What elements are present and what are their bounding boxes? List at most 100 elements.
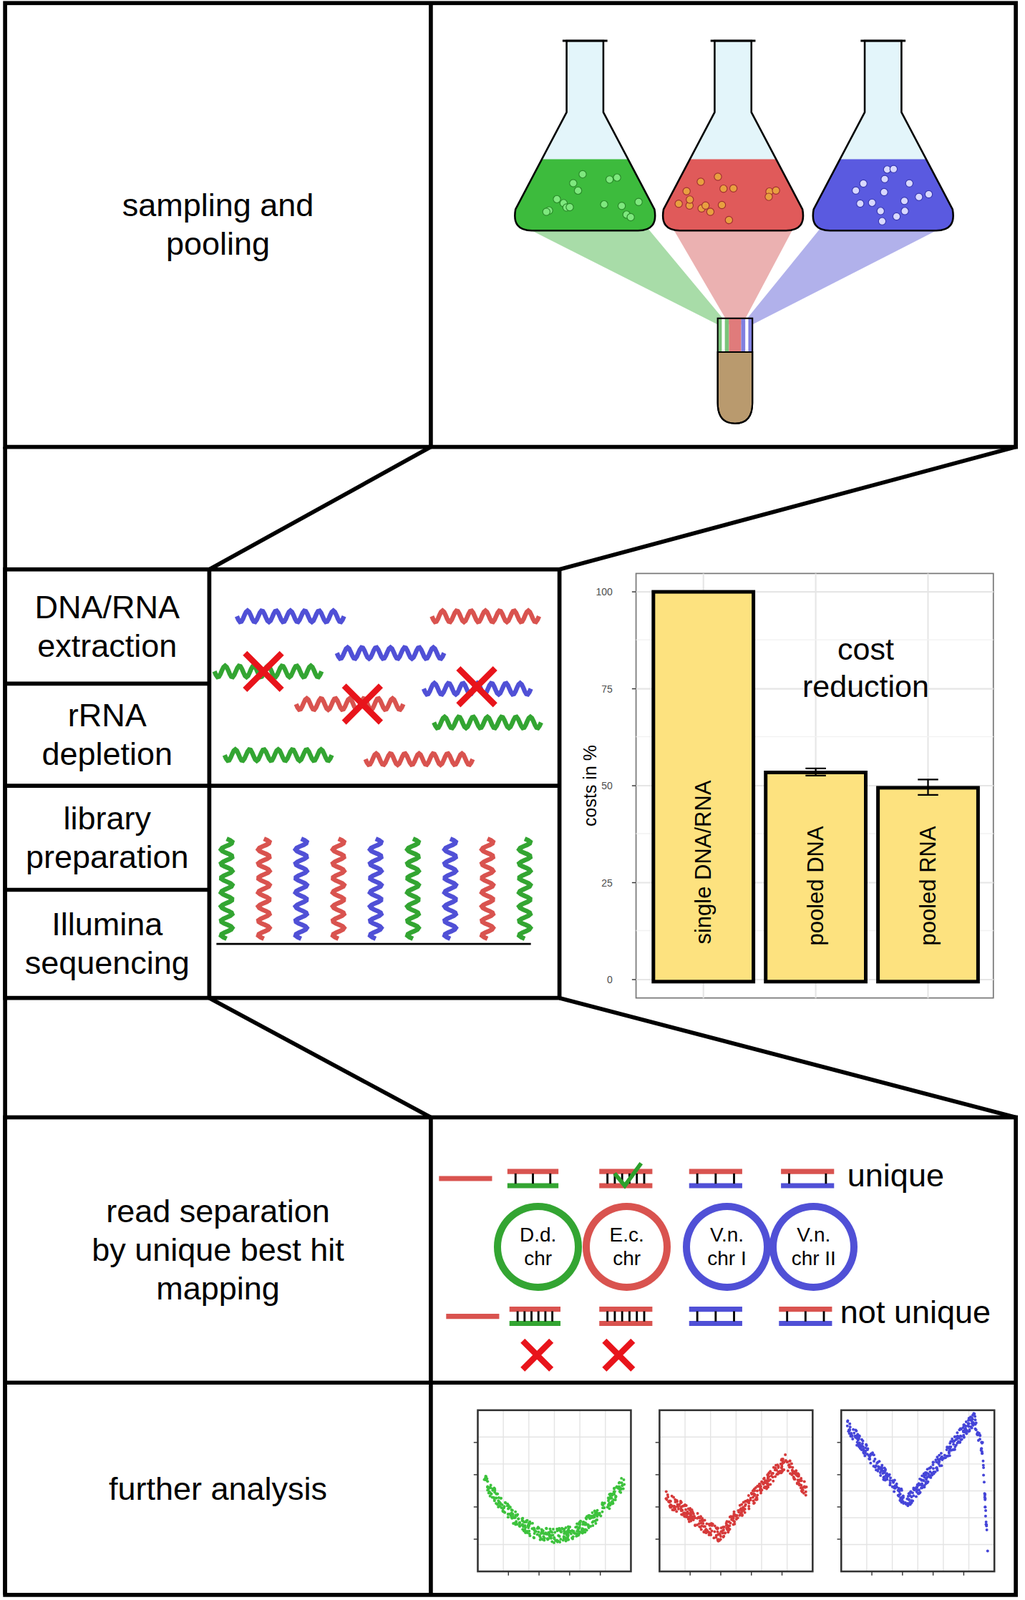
- tick: [473, 1506, 479, 1508]
- data-point: [846, 1425, 849, 1428]
- cell-dot: [856, 199, 864, 207]
- data-point: [864, 1443, 868, 1447]
- data-point: [508, 1506, 512, 1509]
- bar-label: pooled RNA: [915, 826, 942, 946]
- data-point: [790, 1462, 794, 1466]
- reference: [509, 1321, 561, 1327]
- cost-bar-chart: [632, 573, 994, 998]
- data-point: [740, 1514, 744, 1518]
- data-point: [544, 1527, 548, 1531]
- data-point: [493, 1499, 497, 1503]
- cell-dot: [880, 188, 888, 196]
- data-point: [611, 1500, 615, 1504]
- match-rung: [732, 1311, 736, 1322]
- data-point: [719, 1535, 723, 1539]
- data-point: [700, 1528, 703, 1532]
- data-point: [951, 1443, 955, 1447]
- reference: [599, 1321, 653, 1327]
- tick: [720, 1571, 721, 1577]
- data-point: [518, 1521, 522, 1525]
- data-point: [866, 1453, 869, 1456]
- data-point: [935, 1466, 939, 1470]
- data-point: [872, 1460, 876, 1464]
- data-point: [714, 1536, 718, 1539]
- data-point: [873, 1465, 877, 1469]
- bar-label: pooled DNA: [803, 826, 829, 946]
- data-point: [788, 1472, 792, 1476]
- chromosome-label: V.n. chr II: [788, 1223, 840, 1270]
- data-point: [775, 1463, 779, 1467]
- data-point: [679, 1513, 683, 1517]
- data-point: [506, 1513, 510, 1517]
- data-point: [929, 1476, 932, 1480]
- data-point: [514, 1520, 518, 1524]
- data-point: [867, 1458, 871, 1461]
- read: [689, 1169, 743, 1175]
- step-label: rRNA depletion: [10, 696, 204, 774]
- data-point: [891, 1479, 895, 1483]
- data-point: [540, 1528, 544, 1532]
- data-point: [945, 1455, 949, 1459]
- read: [445, 1314, 499, 1320]
- data-point: [914, 1486, 918, 1490]
- data-point: [802, 1492, 806, 1496]
- chromosome-circle: D.d. chr: [493, 1203, 582, 1292]
- data-point: [983, 1506, 987, 1509]
- data-point: [852, 1432, 856, 1436]
- data-point: [800, 1489, 804, 1493]
- flask-glass: [813, 40, 954, 231]
- cell-dot: [697, 178, 705, 186]
- plot-frame: [478, 1410, 632, 1572]
- data-point: [556, 1540, 560, 1544]
- data-point: [921, 1479, 925, 1483]
- match-rung: [531, 1173, 534, 1184]
- data-point: [798, 1480, 801, 1484]
- data-point: [564, 1526, 567, 1530]
- data-point: [775, 1473, 779, 1476]
- data-point: [945, 1448, 949, 1452]
- data-point: [755, 1490, 759, 1494]
- data-point: [780, 1466, 784, 1470]
- data-point: [897, 1488, 901, 1491]
- data-point: [962, 1434, 965, 1438]
- data-point: [972, 1412, 976, 1416]
- pooling-cones: [523, 226, 945, 325]
- step-label: sampling and pooling: [82, 186, 355, 264]
- data-point: [518, 1525, 522, 1529]
- data-point: [962, 1430, 965, 1434]
- data-point: [617, 1481, 621, 1485]
- cell-dot: [901, 207, 909, 215]
- match-rung: [732, 1173, 736, 1184]
- match-rung: [635, 1173, 638, 1184]
- cell-dot: [542, 208, 550, 216]
- data-point: [562, 1530, 566, 1534]
- cell-dot: [725, 216, 733, 224]
- data-point: [725, 1524, 728, 1528]
- data-point: [911, 1494, 915, 1498]
- cell-dot: [720, 185, 728, 193]
- match-rung: [643, 1311, 646, 1322]
- data-point: [548, 1528, 552, 1532]
- match-rung: [643, 1173, 646, 1184]
- data-point: [755, 1498, 759, 1501]
- data-point: [982, 1474, 985, 1478]
- data-point: [492, 1486, 496, 1490]
- data-point: [494, 1497, 498, 1501]
- data-point: [920, 1474, 924, 1478]
- data-point: [510, 1508, 514, 1512]
- cell-dot: [606, 176, 614, 184]
- flask-glass: [514, 40, 655, 231]
- cell-dot: [772, 186, 780, 194]
- strand: [444, 838, 456, 940]
- data-point: [861, 1440, 865, 1444]
- tick: [655, 1474, 660, 1476]
- data-point: [758, 1483, 762, 1486]
- match-rung: [544, 1311, 547, 1322]
- data-point: [690, 1510, 694, 1514]
- cell-dot: [714, 173, 722, 181]
- data-point: [950, 1438, 954, 1441]
- data-point: [892, 1490, 896, 1494]
- data-point: [755, 1498, 759, 1502]
- data-point: [506, 1516, 510, 1519]
- data-point: [978, 1438, 982, 1441]
